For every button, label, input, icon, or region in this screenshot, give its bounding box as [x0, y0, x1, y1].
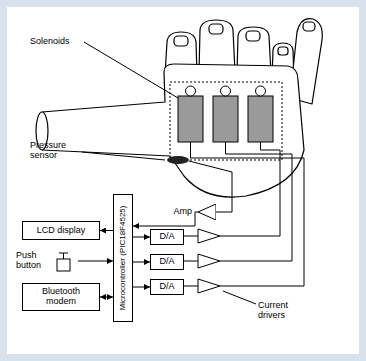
node-text: Bluetooth modem	[36, 287, 86, 307]
leader-line	[82, 152, 165, 160]
signal-arrow	[100, 230, 113, 231]
wire	[184, 236, 198, 237]
push-button: Push button	[16, 248, 78, 274]
amplifier-symbol: Amp	[198, 204, 216, 220]
modem-box: Bluetooth modem	[22, 283, 100, 311]
pressure-sensor	[167, 156, 189, 164]
solenoid-plunger	[186, 86, 196, 96]
node-text: LCD display	[37, 226, 86, 236]
solenoid	[248, 96, 273, 142]
finger-nail	[209, 24, 223, 34]
node-text: Microcontroller (PIC18F4525)	[119, 206, 128, 311]
push-button-symbol	[56, 249, 72, 273]
display-box: LCD display	[22, 221, 100, 240]
text-holder: LCD display	[37, 226, 86, 236]
node-text: Push button	[16, 251, 50, 271]
solenoid-wire	[220, 142, 292, 261]
signal-arrow	[100, 297, 113, 298]
node-text: D/A	[159, 282, 174, 292]
text-holder: Microcontroller (PIC18F4525)	[119, 206, 128, 311]
finger-nail	[278, 47, 288, 55]
current-driver-symbol	[198, 229, 220, 243]
solenoid-wire	[220, 142, 280, 236]
signal-arrow	[133, 262, 150, 263]
solenoid	[213, 96, 238, 142]
dac-box: D/A	[150, 254, 184, 270]
leader-line	[223, 291, 256, 304]
current-driver-symbol	[198, 254, 220, 268]
text-holder: D/A	[159, 282, 174, 292]
solenoid-plunger	[256, 86, 266, 96]
thumb-nail	[303, 22, 315, 31]
part-label: Current drivers	[258, 300, 308, 321]
solenoid-wire	[191, 142, 305, 286]
solenoid-plunger	[221, 86, 231, 96]
signal-arrow	[78, 261, 113, 262]
node-text: Amp	[173, 207, 192, 217]
sensor-wire	[189, 161, 232, 212]
amplifier-outline	[198, 204, 216, 220]
amplifier-triangle	[198, 204, 216, 220]
text-holder: D/A	[159, 232, 174, 242]
current-driver-symbol	[198, 279, 220, 293]
text-holder: Amp	[173, 207, 192, 217]
node-text: D/A	[159, 232, 174, 242]
part-label: Solenoids	[30, 36, 90, 46]
switch-plunger	[59, 253, 68, 259]
switch-body	[57, 259, 70, 271]
signal-arrow	[133, 287, 150, 288]
dac-box: D/A	[150, 279, 184, 295]
hand-back	[42, 64, 304, 197]
signal-arrow	[133, 237, 150, 238]
leader-line	[84, 42, 178, 98]
part-label: Pressure sensor	[30, 140, 80, 161]
microcontroller-box: Microcontroller (PIC18F4525)	[113, 194, 133, 322]
text-holder: Push button	[16, 251, 50, 271]
wire	[184, 261, 198, 262]
wire	[184, 286, 198, 287]
text-holder: Bluetooth modem	[36, 287, 86, 307]
finger-nail	[246, 31, 260, 41]
solenoid	[178, 96, 203, 142]
text-holder: D/A	[159, 257, 174, 267]
node-text: D/A	[159, 257, 174, 267]
finger-nail	[174, 36, 188, 46]
dac-box: D/A	[150, 229, 184, 245]
